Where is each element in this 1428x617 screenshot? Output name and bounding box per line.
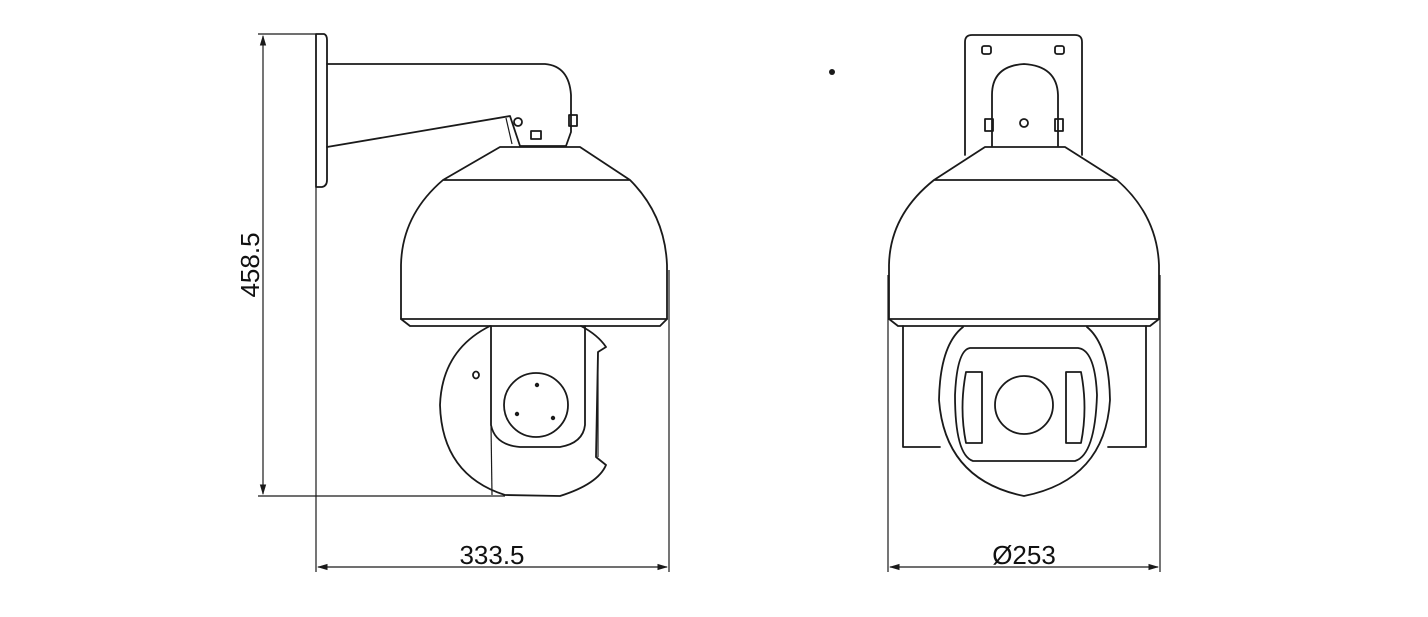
- bracket-tab: [568, 114, 578, 127]
- front-head: [938, 326, 1111, 497]
- wall-plate: [315, 33, 328, 188]
- front-side-plate-left: [902, 325, 941, 448]
- lens-screw: [514, 411, 520, 417]
- side-indicator: [472, 370, 480, 380]
- front-arm: [991, 63, 1059, 147]
- front-arm-tab-left: [984, 118, 994, 132]
- front-side-plate-right: [1107, 325, 1147, 448]
- bracket-arm-inner: [505, 117, 513, 145]
- front-view: [888, 34, 1160, 497]
- side-dome-rim: [400, 318, 668, 327]
- front-mount-plate: [964, 34, 1083, 156]
- height-label: 458.5: [235, 232, 265, 297]
- front-lens: [994, 375, 1054, 435]
- side-yoke-line: [490, 424, 493, 496]
- side-width-label: 333.5: [459, 540, 524, 570]
- front-arm-screw: [1019, 118, 1029, 128]
- side-lens: [503, 372, 569, 438]
- mount-hole-left: [981, 45, 992, 55]
- side-dome-housing: [400, 146, 668, 320]
- front-dome-rim: [888, 318, 1160, 327]
- front-dome-housing: [888, 146, 1160, 320]
- side-camera-head: [439, 325, 607, 497]
- stray-mark: [829, 69, 835, 75]
- side-dimensions: 458.5 333.5: [235, 33, 670, 572]
- bracket-arm: [326, 63, 572, 148]
- lens-screw: [550, 415, 556, 421]
- front-arm-tab-right: [1054, 118, 1064, 132]
- bracket-nut: [530, 130, 542, 140]
- front-ir-right: [1065, 371, 1086, 444]
- side-yoke: [490, 325, 586, 448]
- front-diameter-label: Ø253: [992, 540, 1056, 570]
- bracket-screw: [513, 117, 523, 127]
- front-lens-window: [954, 347, 1098, 462]
- side-view: [315, 33, 668, 497]
- front-dimensions: Ø253: [887, 275, 1161, 572]
- lens-screw: [534, 382, 540, 388]
- front-ir-left: [961, 371, 983, 444]
- mount-hole-right: [1054, 45, 1065, 55]
